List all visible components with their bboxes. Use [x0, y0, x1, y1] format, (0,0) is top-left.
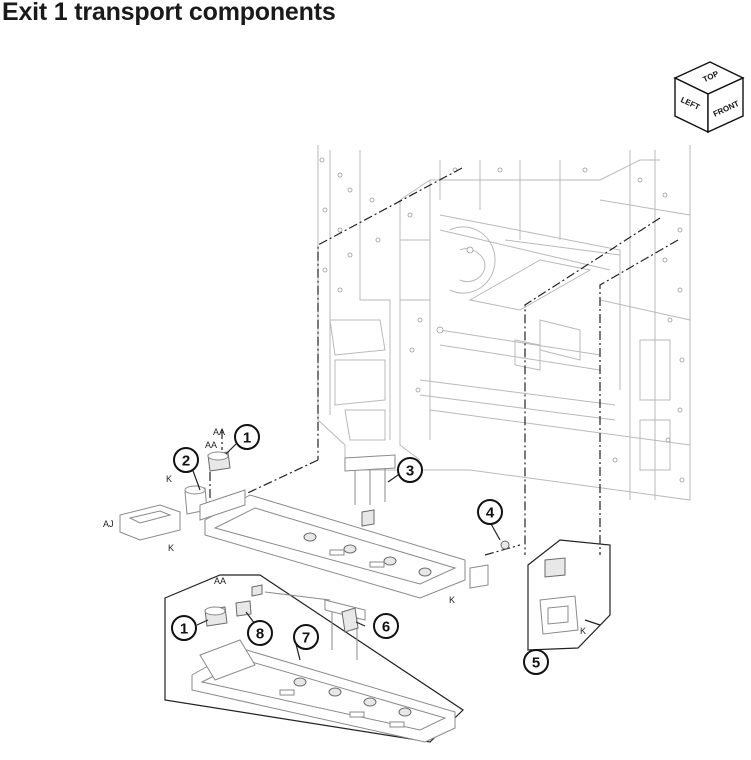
- assembly-lines: [209, 167, 679, 556]
- callout-2: 2: [173, 447, 199, 473]
- svg-text:5: 5: [532, 655, 540, 672]
- callout-6: 6: [373, 613, 399, 639]
- sensor-part-4: [469, 540, 510, 589]
- label-aa-2: AA: [205, 440, 217, 450]
- printer-frame: [317, 145, 691, 501]
- label-aj: AJ: [103, 519, 114, 529]
- label-k-1: K: [166, 474, 172, 484]
- label-aa-3: AA: [214, 576, 226, 586]
- svg-text:1: 1: [180, 621, 188, 638]
- label-k-2: K: [168, 543, 174, 553]
- svg-text:3: 3: [406, 463, 414, 480]
- inset-box-lower: [164, 574, 464, 743]
- guide-part-3: [344, 454, 396, 505]
- gear-part-1-upper: [207, 451, 231, 472]
- svg-text:1: 1: [243, 430, 251, 447]
- callout-3: 3: [397, 457, 423, 483]
- exit-transport-upper: [199, 489, 466, 599]
- callout-5: 5: [523, 649, 549, 675]
- label-aa-1: AA: [213, 427, 225, 437]
- orientation-cube-icon: TOP LEFT FRONT: [673, 61, 745, 134]
- guide-bracket-aj: [119, 504, 181, 541]
- callout-8: 8: [247, 620, 273, 646]
- label-k-4: K: [580, 626, 586, 636]
- page-title: Exit 1 transport components: [2, 0, 336, 26]
- label-k-3: K: [449, 595, 455, 605]
- svg-text:2: 2: [182, 453, 190, 470]
- svg-text:6: 6: [382, 619, 390, 636]
- svg-text:7: 7: [302, 630, 310, 647]
- connector-labels: AA AA AA K K K K AJ: [103, 427, 586, 636]
- svg-text:8: 8: [256, 626, 264, 643]
- callout-4: 4: [477, 499, 503, 525]
- callout-1-upper: 1: [234, 424, 260, 450]
- callout-7: 7: [293, 624, 319, 650]
- inset-box-5: [527, 539, 611, 651]
- callout-1-lower: 1: [171, 615, 197, 641]
- clip-part-small: [361, 509, 375, 527]
- frame-holes: [319, 157, 685, 483]
- svg-text:4: 4: [486, 505, 495, 522]
